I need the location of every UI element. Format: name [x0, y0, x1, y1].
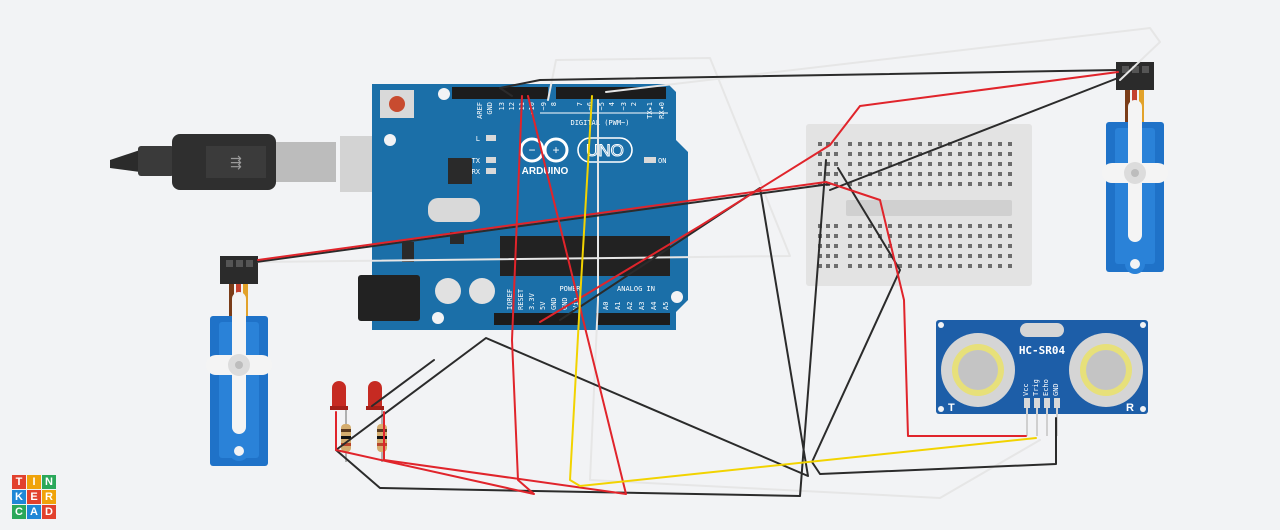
pin-label: IOREF — [506, 289, 514, 310]
pin-labels-analog: A0 A1 A2 A3 A4 A5 — [602, 302, 670, 310]
servo-motor-left[interactable] — [206, 256, 272, 466]
servo-motor-right[interactable] — [1102, 62, 1168, 274]
logo-letter: K — [12, 490, 26, 504]
sensor-pin-label: GND — [1052, 383, 1060, 396]
logo-letter: D — [42, 505, 56, 519]
logo-letter: N — [42, 475, 56, 489]
analog-header[interactable] — [596, 313, 670, 325]
arduino-model: UNO — [586, 141, 624, 160]
wire-black — [499, 69, 1119, 97]
svg-text:+: + — [552, 143, 559, 157]
pin-label: AREF — [476, 102, 484, 119]
led-2[interactable] — [366, 381, 384, 410]
crystal-oscillator — [428, 198, 480, 222]
arduino-brand: ARDUINO — [522, 166, 569, 177]
svg-text:−: − — [528, 143, 535, 157]
pin-label: 5V — [539, 301, 547, 310]
led-on-label: ON — [658, 157, 666, 165]
pin-label: ~5 — [598, 102, 606, 110]
digital-header-right[interactable] — [556, 87, 666, 99]
logo-letter: T — [12, 475, 26, 489]
pin-label: 4 — [608, 102, 616, 106]
wire-black — [829, 77, 1119, 191]
pin-label: 8 — [550, 102, 558, 106]
pin-label: TX▸1 — [646, 102, 654, 119]
dc-power-jack — [358, 275, 420, 321]
wire-black — [371, 359, 435, 407]
sensor-pin-label: Vcc — [1022, 383, 1030, 396]
wire-yellow — [569, 95, 1037, 487]
capacitor — [435, 278, 461, 304]
led-1[interactable] — [330, 381, 348, 410]
digital-header-left[interactable] — [452, 87, 548, 99]
logo-letter: E — [27, 490, 41, 504]
usb-chip — [448, 158, 472, 184]
led-tx-label: TX — [472, 157, 481, 165]
pin-label: 12 — [508, 102, 516, 110]
wire-red — [335, 95, 535, 495]
pin-label: A4 — [650, 302, 658, 310]
logo-letter: I — [27, 475, 41, 489]
pin-label: ~9 — [540, 102, 548, 110]
pin-label: A1 — [614, 302, 622, 310]
analog-header-label: ANALOG IN — [617, 285, 655, 293]
arduino-infinity-logo-icon: − + — [519, 137, 569, 163]
wire-black — [811, 167, 1057, 475]
pin-label: ~6 — [586, 102, 594, 110]
usb-symbol-icon: ⇶ — [230, 154, 242, 170]
pin-label: A5 — [662, 302, 670, 310]
power-header[interactable] — [494, 313, 578, 325]
pin-label: GND — [550, 297, 558, 310]
sensor-model: HC-SR04 — [1019, 344, 1066, 357]
mini-breadboard[interactable] — [806, 124, 1032, 286]
sensor-pin-label: Trig — [1032, 379, 1040, 396]
sensor-label-t: T — [948, 402, 955, 414]
pin-label: ~3 — [620, 102, 628, 110]
logo-letter: R — [42, 490, 56, 504]
pin-label: 3.3V — [528, 292, 536, 310]
pin-label: GND — [486, 102, 494, 115]
wire-red — [383, 95, 627, 495]
pin-label: RX◂0 — [658, 102, 666, 119]
pin-label: 13 — [498, 102, 506, 110]
wire-red — [257, 181, 1027, 437]
wire-white — [257, 57, 791, 263]
led-rx-label: RX — [472, 168, 481, 176]
wire-white — [589, 99, 1041, 499]
logo-letter: C — [12, 505, 26, 519]
pin-label: Vin — [572, 297, 580, 310]
pin-label: A2 — [626, 302, 634, 310]
wire-black — [255, 183, 831, 263]
pin-label: A3 — [638, 302, 646, 310]
pin-label: GND — [561, 297, 569, 310]
pin-label: A0 — [602, 302, 610, 310]
atmega-chip — [500, 236, 670, 276]
pin-label: 7 — [576, 102, 584, 106]
resistor-1[interactable] — [341, 410, 351, 462]
digital-header-label: DIGITAL (PWM~) — [570, 119, 629, 127]
wire-white — [605, 27, 1161, 93]
usb-cable[interactable]: ⇶ — [110, 134, 416, 192]
led-l-label: L — [476, 135, 480, 143]
power-header-label: POWER — [559, 285, 581, 293]
pin-label: 2 — [630, 102, 638, 106]
wire-red — [539, 71, 1119, 323]
sensor-label-r: R — [1126, 402, 1134, 414]
wire-black — [335, 159, 827, 497]
pin-label: RESET — [517, 288, 525, 310]
capacitor — [469, 278, 495, 304]
wires[interactable] — [255, 27, 1161, 499]
sensor-pin-label: Echo — [1042, 379, 1050, 396]
logo-letter: A — [27, 505, 41, 519]
